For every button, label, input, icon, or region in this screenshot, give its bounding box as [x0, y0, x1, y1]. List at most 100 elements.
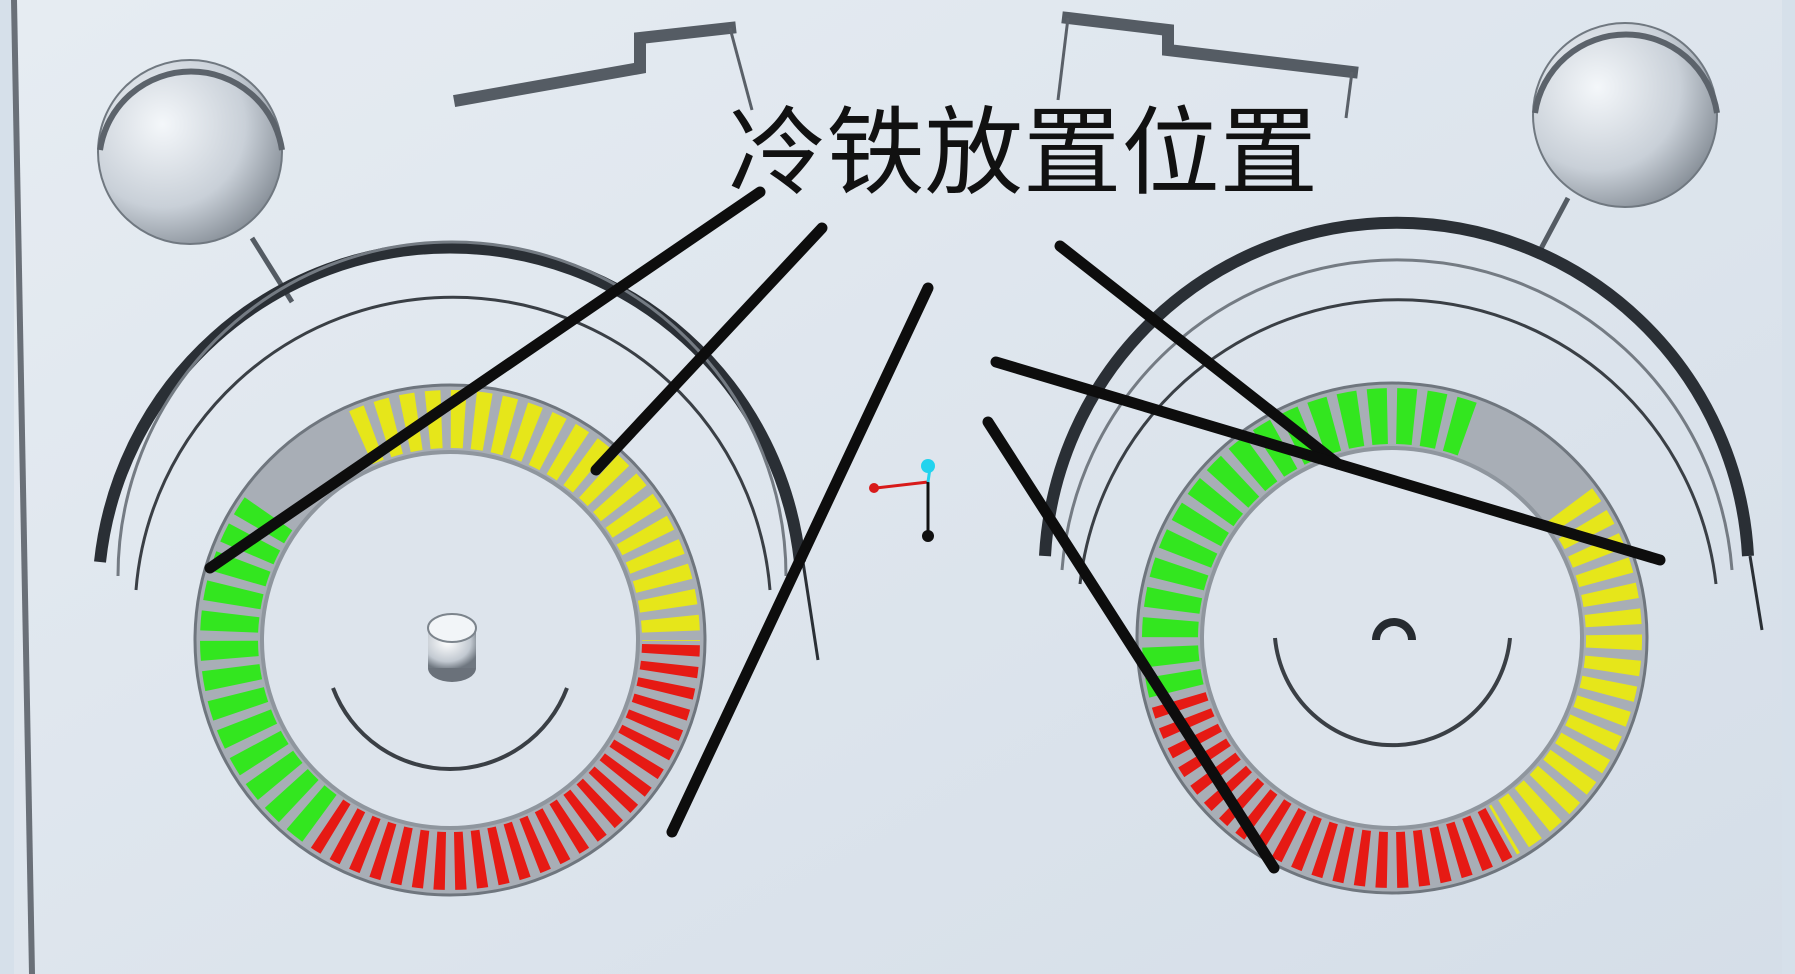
right-chill-red-block	[1375, 831, 1388, 888]
right-chill-green-block	[1142, 645, 1200, 668]
left-chill-green-block	[229, 730, 289, 776]
left-chill-red-block	[329, 808, 366, 865]
right-chill-red-block	[1477, 808, 1513, 863]
runner-system	[453, 11, 1359, 107]
leader-line-right-red	[982, 416, 1280, 874]
left-chill-yellow-block	[490, 395, 519, 456]
right-riser-sphere	[1532, 22, 1718, 208]
right-chill-red-block	[1291, 815, 1322, 872]
right-chill-red-block	[1219, 778, 1265, 827]
right-chill-green-block	[1336, 390, 1365, 449]
right-inner-arc	[1273, 637, 1512, 748]
right-outer-arc-2	[1060, 258, 1734, 571]
left-chill-green-block	[233, 497, 293, 544]
left-chill-red-block	[349, 815, 381, 874]
right-chill-green-block	[1149, 557, 1209, 591]
right-chill-green-block	[1419, 390, 1448, 449]
left-chill-green-block	[200, 640, 259, 661]
leader-line-left-red	[666, 282, 934, 838]
left-chill-green-block	[200, 610, 260, 633]
left-chill-green-block	[202, 664, 263, 692]
right-outer-arc-4	[1748, 555, 1764, 631]
right-outer-arc-3	[1078, 298, 1718, 585]
left-chill-green-block	[203, 580, 264, 610]
right-chill-red-block	[1271, 808, 1307, 863]
right-hub-mark	[1372, 618, 1416, 640]
left-chill-red-block	[519, 815, 551, 874]
right-chill-red-block	[1151, 692, 1209, 719]
left-chill-red-block	[534, 808, 571, 865]
left-casting-cavity	[94, 59, 820, 897]
left-chill-yellow-block	[579, 454, 630, 507]
left-chill-yellow-block	[593, 473, 647, 522]
right-chill-yellow-block	[1584, 608, 1642, 628]
left-chill-green-block	[207, 687, 269, 721]
leader-line-right-green	[1054, 240, 1344, 470]
annotation-label: 冷铁放置位置	[728, 97, 1318, 209]
right-chill-yellow-block	[1575, 557, 1634, 588]
left-chill-green-block	[286, 785, 337, 842]
left-chill-red-block	[470, 829, 489, 889]
right-chill-yellow-block	[1585, 634, 1643, 651]
right-chill-red-block	[1396, 831, 1409, 888]
right-chill-red-block	[1462, 815, 1493, 872]
right-chill-green-block	[1228, 436, 1278, 492]
right-chill-red-block	[1429, 826, 1452, 884]
left-chill-yellow-block	[398, 392, 423, 453]
left-chill-red-block	[609, 739, 664, 780]
right-chill-yellow-block	[1583, 655, 1641, 677]
left-chill-red-block	[390, 826, 413, 886]
right-chill-green-block	[1366, 388, 1388, 445]
left-chill-yellow-block	[625, 539, 685, 574]
right-chill-green-block	[1187, 478, 1243, 527]
left-chill-red-block	[433, 831, 446, 890]
left-outer-arc-3	[134, 295, 772, 591]
right-chill-green-block	[1307, 396, 1342, 456]
left-chill-green-block	[245, 750, 303, 800]
left-chill-red-block	[599, 753, 652, 797]
left-chill-green-block	[264, 769, 319, 823]
right-chill-red-block	[1332, 826, 1355, 884]
left-chill-green-block	[216, 709, 278, 749]
left-chill-yellow-block	[563, 438, 610, 493]
right-chill-yellow-block	[1573, 695, 1631, 727]
right-chill-green-block	[1144, 586, 1203, 614]
leader-line-left-yellow	[590, 222, 828, 476]
right-chill-yellow-block	[1489, 804, 1520, 855]
right-chill-yellow-block	[1579, 675, 1638, 702]
right-chill-yellow-block	[1498, 793, 1542, 848]
right-chill-yellow-block	[1565, 714, 1622, 751]
right-chill-yellow-block	[1581, 582, 1639, 607]
left-hub-top	[427, 613, 477, 643]
left-chill-red-block	[631, 693, 691, 721]
right-chill-yellow-block	[1555, 732, 1611, 774]
right-chill-red-block	[1353, 829, 1371, 887]
right-chill-green-block	[1171, 502, 1229, 547]
right-chill-green-block	[1396, 388, 1418, 445]
right-chill-red-block	[1413, 829, 1431, 887]
right-chill-yellow-block	[1529, 765, 1581, 815]
left-chill-red-block	[576, 778, 623, 829]
right-chill-yellow-block	[1547, 488, 1602, 532]
right-chill-red-block	[1311, 821, 1338, 879]
left-chill-red-block	[310, 799, 351, 854]
left-outer-arc-4	[801, 561, 820, 661]
mold-plate-left-edge	[11, 0, 35, 974]
right-ring-bore	[1200, 446, 1584, 830]
left-chill-red-block	[369, 821, 397, 881]
left-chill-yellow-block	[528, 412, 567, 471]
left-chill-yellow-block	[641, 614, 700, 633]
right-chill-green-block	[1206, 455, 1260, 508]
left-chill-red-block	[639, 660, 699, 679]
left-chill-red-block	[549, 799, 590, 854]
right-outer-arc-1	[1039, 216, 1754, 557]
left-chill-red-block	[411, 829, 430, 889]
left-chill-red-block	[636, 677, 696, 700]
right-chill-red-block	[1252, 799, 1292, 852]
left-inner-arc	[331, 687, 569, 771]
leader-line-left-green	[204, 186, 766, 574]
axis-triad-icon	[869, 459, 935, 542]
leader-line-right-yellow	[990, 356, 1666, 566]
left-outer-arc-2	[116, 240, 788, 577]
